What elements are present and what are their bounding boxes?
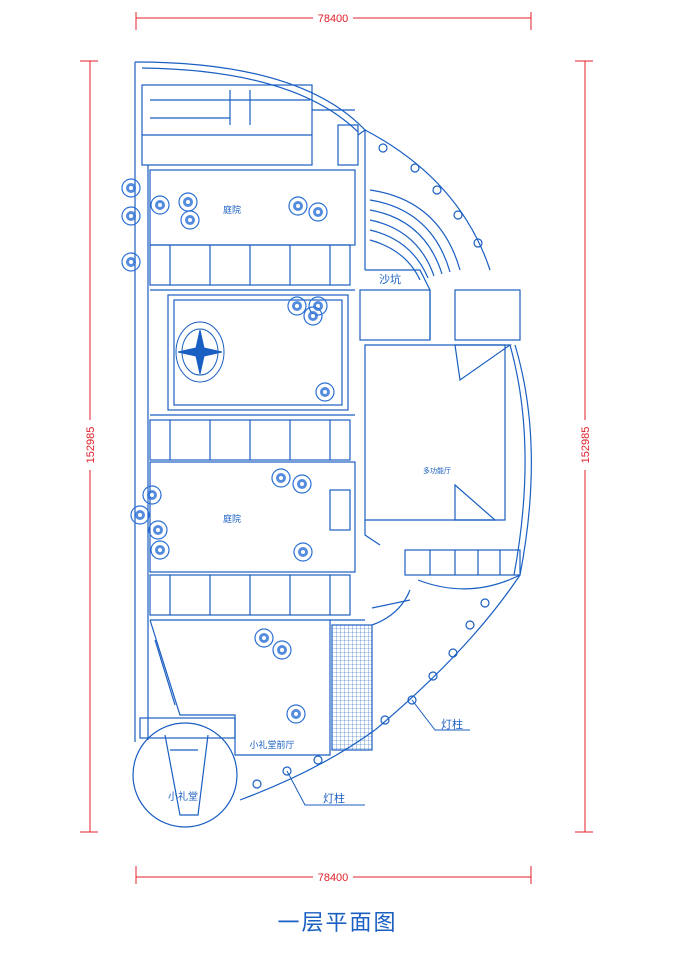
lamp-post-label-1: 灯柱 [441,717,463,731]
bottom-width-dimension: 78400 [318,872,349,884]
trees [121,178,335,724]
courtyard-1-label: 庭院 [223,204,241,216]
courtyard-2-label: 庭院 [223,513,241,525]
courtyard-rosette [175,321,225,383]
building-walls [132,61,532,828]
small-hall-label: 小礼堂 [168,790,198,803]
lamp-posts [252,143,490,789]
small-hall-lobby-label: 小礼堂前厅 [249,739,294,751]
lamp-post-label-2: 灯柱 [323,791,345,805]
left-height-dimension: 152985 [85,427,97,464]
label-leaders [286,699,470,806]
top-width-dimension: 78400 [318,13,349,25]
main-hall-label: 多功能厅 [423,466,451,475]
right-height-dimension: 152985 [580,427,592,464]
sandpit-label: 沙坑 [379,272,401,286]
drawing-caption: 一层平面图 [277,911,398,936]
dimension-lines [80,12,593,884]
